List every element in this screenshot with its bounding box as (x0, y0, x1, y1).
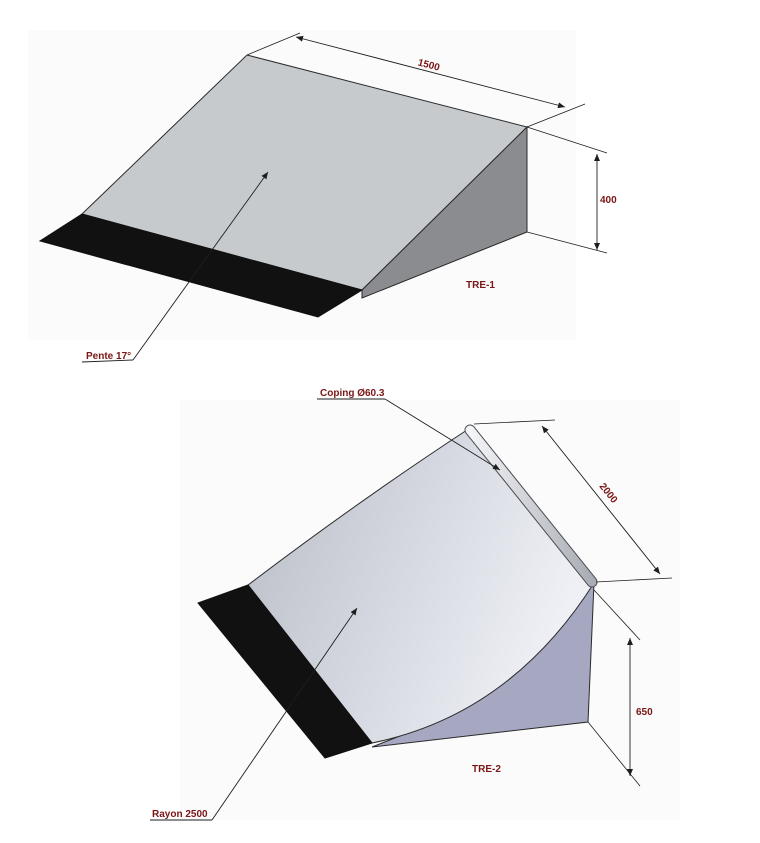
ramp1-dimension-length-line (295, 35, 566, 109)
ramp1-ext-line-right (526, 103, 586, 128)
ramp2-coping-callout-leader (384, 398, 501, 471)
ramp1-callout-leader (132, 171, 269, 361)
ramp2-dimension-height-text: 650 (636, 707, 653, 718)
ramp2-ext-line-bottom (595, 577, 673, 583)
ramp2-dimension-length-text: 2000 (597, 481, 620, 506)
ramp1-ext-line-bottom (526, 231, 608, 254)
ramp1-callout-text: Pente 17° (86, 351, 131, 362)
ramp1-side-face (361, 125, 528, 299)
ramp2-coping-callout-text: Coping Ø60.3 (320, 388, 385, 399)
ramp2-radius-callout-text: Rayon 2500 (152, 809, 208, 820)
ramp2-name-label: TRE-2 (472, 764, 501, 775)
ramp1-name-label: TRE-1 (466, 280, 495, 291)
ramp1-callout-underline (81, 359, 134, 363)
ramp2-dimension-length-line (541, 425, 661, 575)
ramp2-base-plate (197, 584, 373, 759)
ramp1-ext-line-left (246, 32, 301, 56)
ramp1-ext-line-top (526, 126, 608, 154)
ramp2-group: 2000 650 TRE-2 Coping Ø60.3 Rayon 2500 (150, 388, 673, 821)
ramp2-radius-callout-leader (211, 607, 358, 821)
ramp2-ext-line-top-right (593, 589, 641, 641)
ramp1-group: 1500 400 TRE-1 Pente 17° (38, 32, 617, 363)
ramp2-ext-line-bottom-right (587, 721, 641, 787)
ramp2-ext-line-top (473, 419, 556, 425)
ramp1-dimension-height-text: 400 (600, 195, 617, 206)
